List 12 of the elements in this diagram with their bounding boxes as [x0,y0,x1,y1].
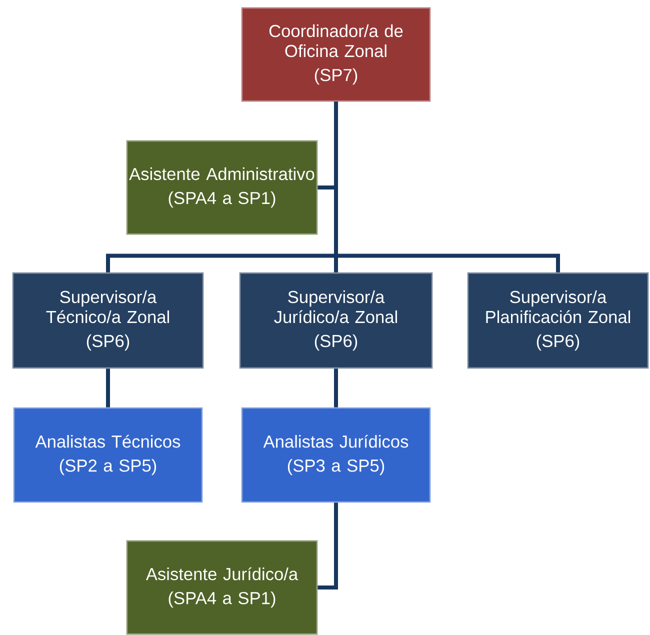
org-box: Supervisor/a Planificación Zonal (SP6) [467,272,649,369]
connector-line [334,368,338,408]
org-box: Asistente Administrativo (SPA4 a SP1) [126,140,318,235]
org-box: Supervisor/a Jurídico/a Zonal (SP6) [239,272,433,369]
org-box: Coordinador/a de Oficina Zonal (SP7) [241,7,431,102]
connector-line [334,102,560,272]
org-box: Supervisor/a Técnico/a Zonal (SP6) [12,272,204,369]
org-box: Analistas Jurídicos (SP3 a SP5) [241,407,431,503]
org-box: Analistas Técnicos (SP2 a SP5) [13,407,203,503]
connector-line [318,502,338,590]
org-box: Asistente Jurídico/a (SPA4 a SP1) [126,540,318,635]
connector-line [106,368,110,408]
